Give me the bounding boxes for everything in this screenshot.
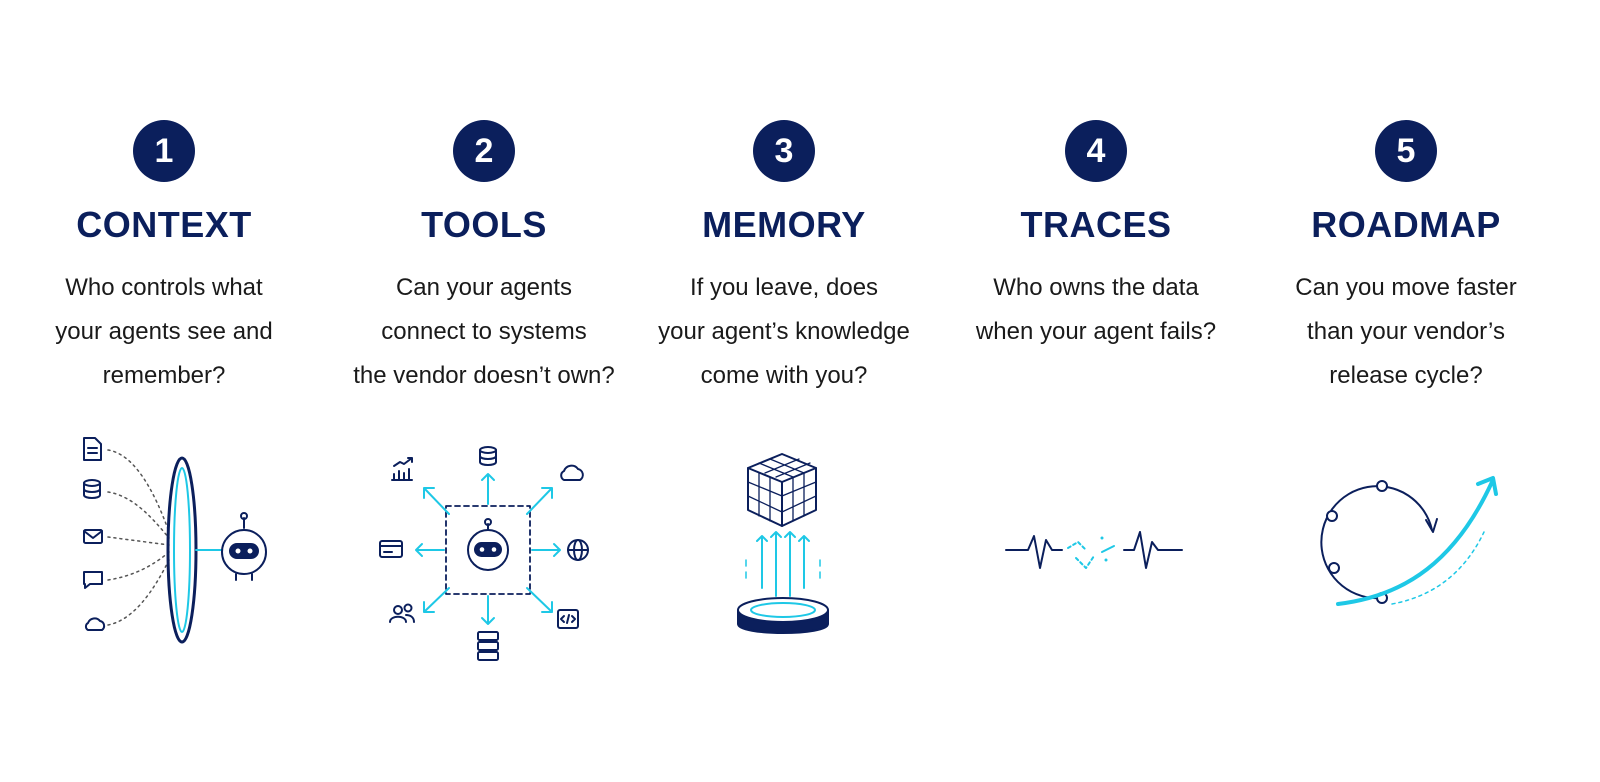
card-icon bbox=[379, 540, 403, 558]
step-memory: 3 MEMORY If you leave, does your agent’s… bbox=[624, 0, 944, 782]
cycle-icon bbox=[1320, 480, 1438, 604]
database-icon bbox=[479, 446, 497, 466]
database-icon bbox=[83, 479, 101, 499]
step-number-badge: 1 bbox=[133, 120, 195, 182]
step-context: 1 CONTEXT Who controls what your agents … bbox=[4, 0, 324, 782]
step-title: MEMORY bbox=[702, 204, 866, 245]
step-question: Who owns the data when your agent fails? bbox=[975, 274, 1217, 345]
code-icon bbox=[557, 609, 579, 629]
memory-illustration bbox=[737, 453, 829, 634]
broken-heartbeat-icon bbox=[1005, 531, 1183, 569]
chart-icon bbox=[391, 457, 413, 481]
step-title: ROADMAP bbox=[1311, 204, 1501, 245]
step-number-badge: 5 bbox=[1375, 120, 1437, 182]
mail-icon bbox=[83, 529, 103, 544]
document-icon bbox=[83, 437, 102, 461]
tools-illustration bbox=[379, 446, 589, 661]
users-icon bbox=[389, 603, 415, 623]
step-number-badge: 4 bbox=[1065, 120, 1127, 182]
step-number-badge: 2 bbox=[453, 120, 515, 182]
step-question: Who controls what your agents see and re… bbox=[55, 274, 273, 389]
step-question: If you leave, does your agent’s knowledg… bbox=[658, 274, 910, 389]
chat-icon bbox=[83, 571, 103, 589]
step-tools: 2 TOOLS Can your agents connect to syste… bbox=[324, 0, 644, 782]
step-question: Can your agents connect to systems the v… bbox=[353, 274, 615, 389]
step-traces: 4 TRACES Who owns the data when your age… bbox=[936, 0, 1256, 782]
platform-icon bbox=[737, 597, 829, 634]
globe-icon bbox=[567, 539, 589, 561]
roadmap-illustration bbox=[1320, 476, 1498, 606]
step-roadmap: 5 ROADMAP Can you move faster than your … bbox=[1246, 0, 1566, 782]
traces-illustration bbox=[1005, 531, 1183, 569]
lens-icon bbox=[166, 456, 198, 644]
cloud-icon bbox=[84, 617, 106, 631]
step-number-badge: 3 bbox=[753, 120, 815, 182]
robot-icon bbox=[221, 512, 267, 581]
cloud-icon bbox=[560, 464, 584, 481]
step-title: CONTEXT bbox=[76, 204, 252, 245]
step-title: TRACES bbox=[1020, 204, 1172, 245]
step-question: Can you move faster than your vendor’s r… bbox=[1295, 274, 1517, 389]
server-icon bbox=[477, 631, 499, 661]
step-title: TOOLS bbox=[421, 204, 547, 245]
growth-arrow-icon bbox=[1336, 476, 1498, 606]
robot-icon bbox=[467, 518, 509, 571]
cube-icon bbox=[747, 453, 817, 527]
context-illustration bbox=[83, 437, 267, 644]
